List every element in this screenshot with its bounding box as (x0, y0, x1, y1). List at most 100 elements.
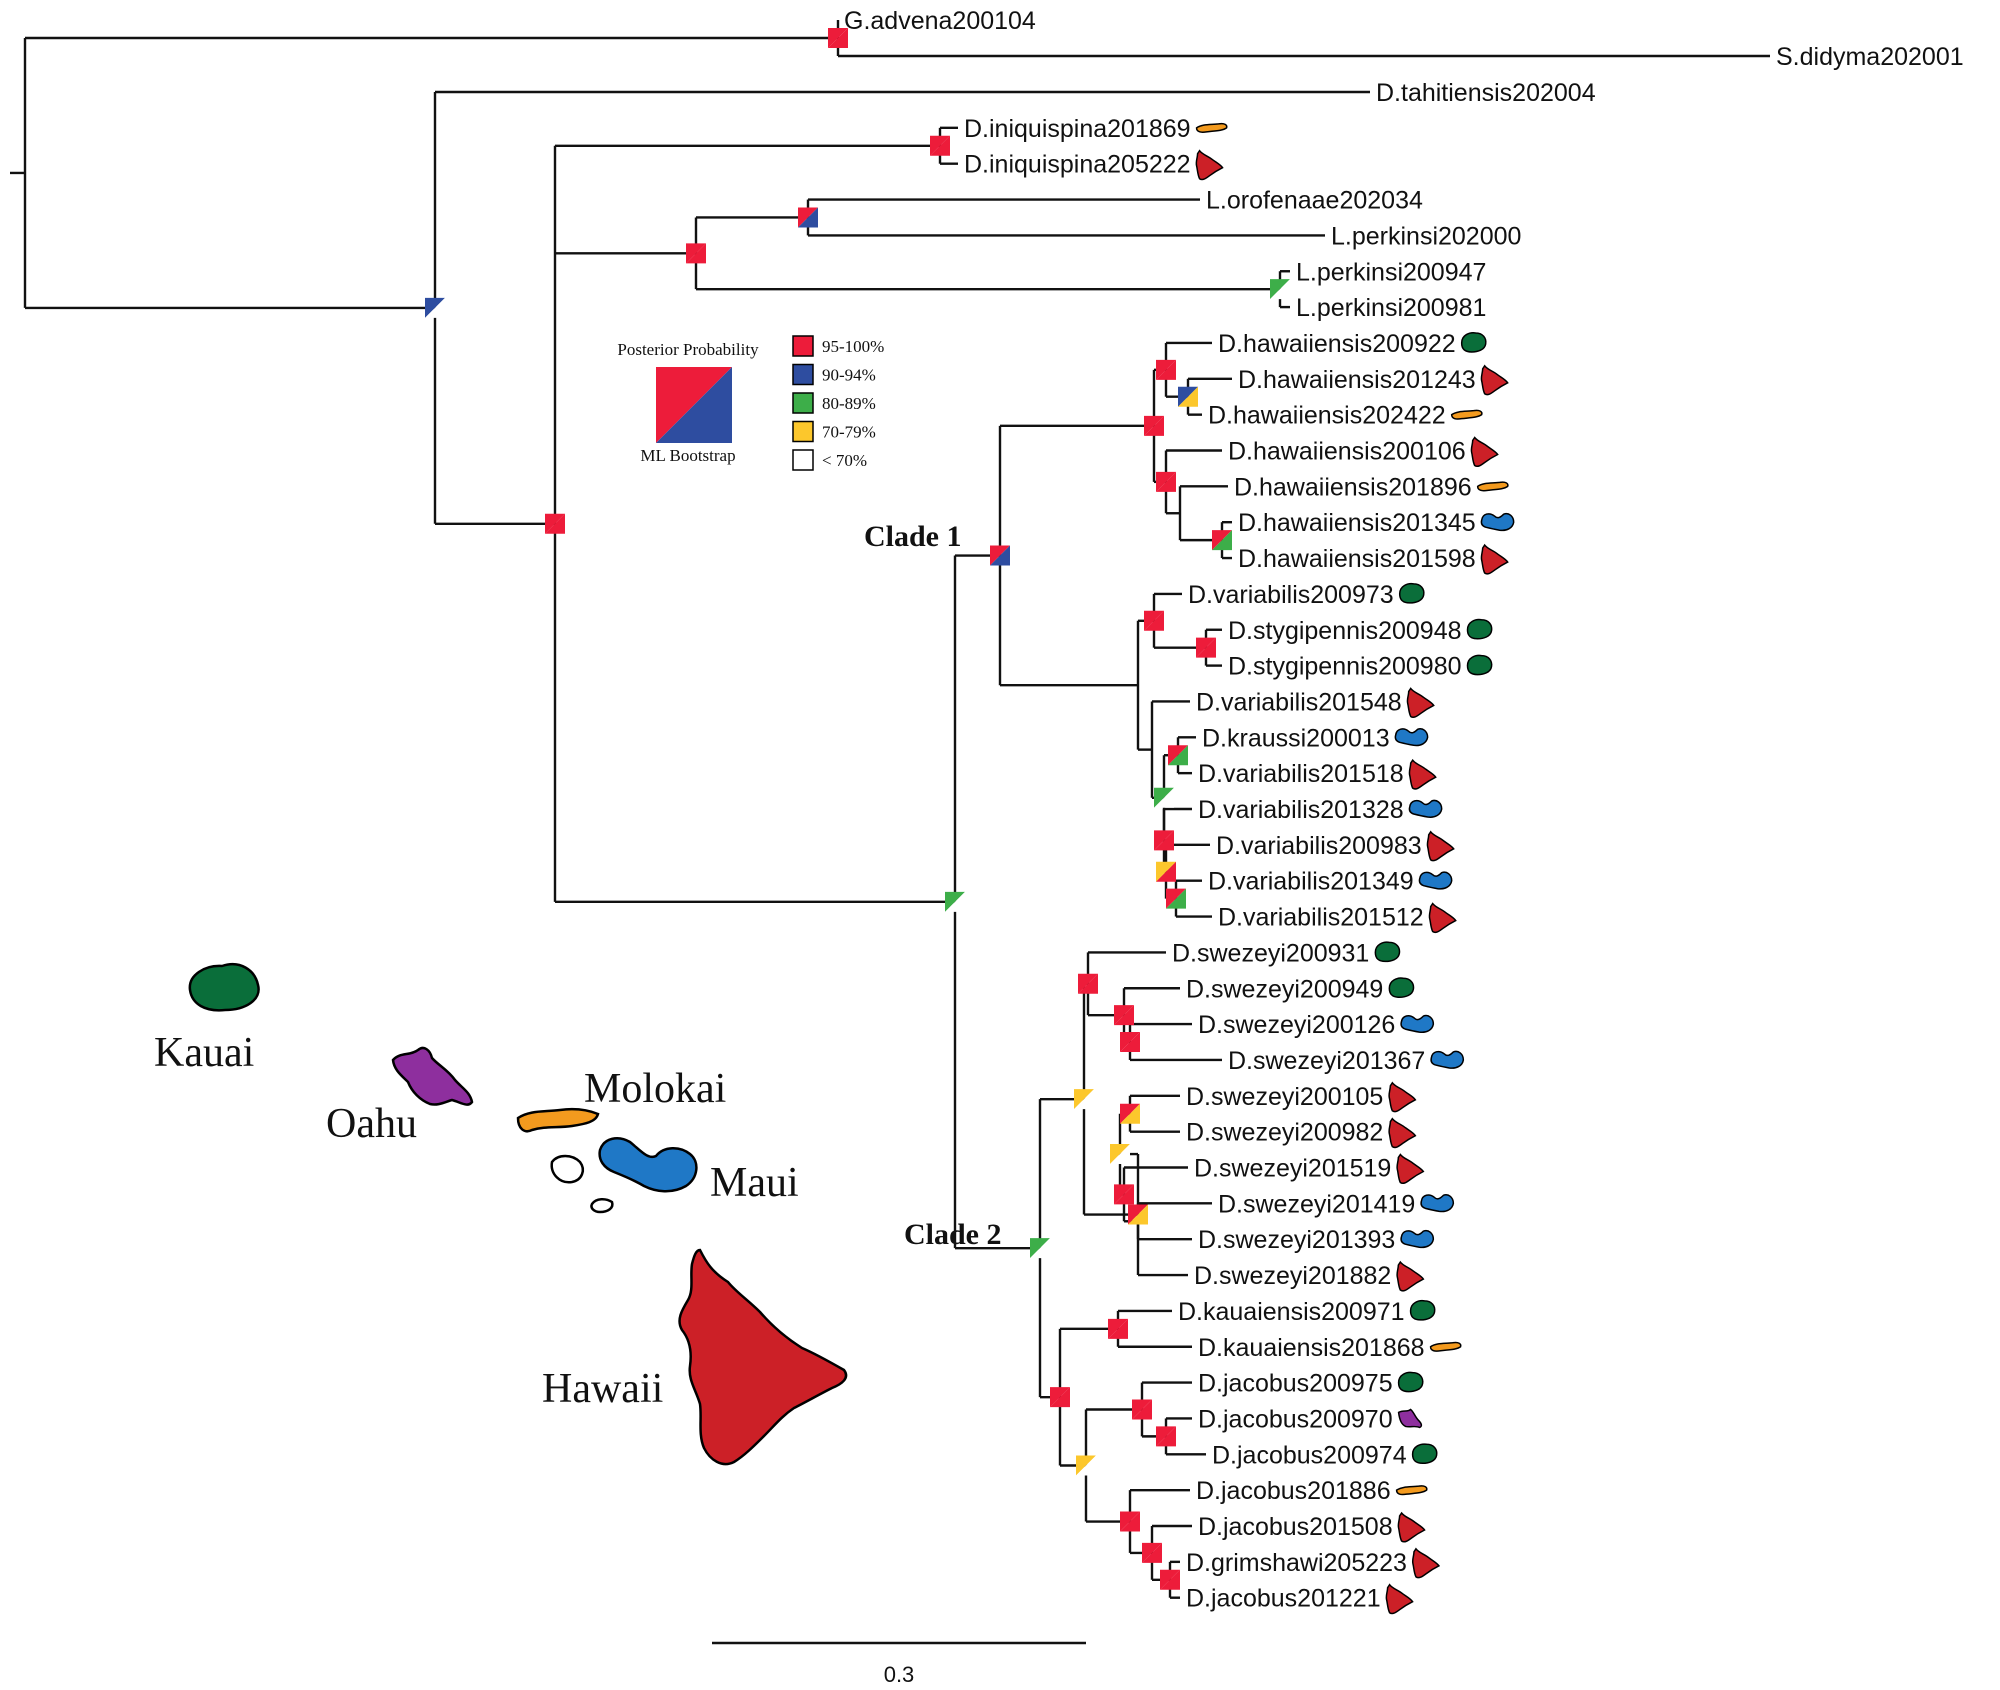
taxon-label: D.jacobus201508 (1198, 1513, 1393, 1541)
molokai-label: Molokai (584, 1066, 726, 1112)
node-support-bs (1156, 359, 1176, 380)
hawaii-range-icon (1411, 1547, 1441, 1579)
node-support-bs (1270, 279, 1290, 300)
legend-pp-label: Posterior Probability (617, 340, 759, 359)
legend-bin-label: 80-89% (822, 394, 876, 413)
node-support-bs (1212, 530, 1232, 551)
node-support-bs (1156, 471, 1176, 492)
hawaii-range-icon (1426, 830, 1455, 862)
scale-bar-label: 0.3 (884, 1662, 915, 1687)
hawaii-range-icon (1388, 1081, 1417, 1113)
taxon-label: D.jacobus201886 (1196, 1477, 1391, 1505)
kauai-range-icon (1374, 941, 1401, 963)
node-support-bs (1144, 610, 1164, 631)
node-support-bs (798, 207, 818, 228)
node-support-bs (1178, 386, 1198, 407)
node-support-bs (1076, 1455, 1096, 1476)
node-support-bs (1144, 415, 1164, 436)
taxon-label: D.iniquispina205222 (964, 151, 1191, 179)
taxon-label: D.kauaiensis200971 (1178, 1298, 1405, 1326)
node-support-bs (425, 297, 445, 318)
oahu-label: Oahu (326, 1101, 417, 1147)
taxon-label: L.perkinsi200981 (1296, 294, 1486, 322)
node-support-bs (945, 891, 965, 912)
clade-2-label: Clade 2 (904, 1218, 1002, 1251)
kauai-range-icon (1466, 654, 1493, 676)
legend-bin-label: 70-79% (822, 423, 876, 442)
hawaiian-islands-map: Kauai Oahu Molokai Maui Hawaii (154, 963, 848, 1466)
node-support-bs (1156, 861, 1176, 882)
kauai-range-icon (1388, 977, 1415, 999)
taxon-label: L.perkinsi202000 (1331, 222, 1521, 250)
maui-range-icon (1430, 1050, 1465, 1069)
node-support-bs (1154, 830, 1174, 851)
taxon-label: D.jacobus200970 (1198, 1405, 1393, 1433)
maui-range-icon (1420, 1194, 1455, 1213)
hawaii-island-shape (678, 1248, 848, 1466)
clade-1-label: Clade 1 (864, 520, 962, 553)
node-support-bs (1120, 1511, 1140, 1532)
taxon-label: D.hawaiiensis201598 (1238, 545, 1476, 573)
kauai-island-shape (188, 963, 260, 1012)
oahu-island-shape (391, 1046, 474, 1106)
taxon-label: D.kauaiensis201868 (1198, 1334, 1425, 1362)
taxon-label: D.hawaiiensis200922 (1218, 330, 1456, 358)
hawaii-range-icon (1406, 687, 1435, 718)
taxon-label: D.swezeyi201519 (1194, 1155, 1391, 1183)
kauai-range-icon (1397, 1371, 1424, 1393)
taxon-label: D.variabilis201548 (1196, 688, 1402, 716)
taxon-label: D.grimshawi205223 (1186, 1549, 1407, 1577)
node-support-bs (1110, 1144, 1130, 1165)
node-support-bs (828, 28, 848, 48)
taxon-label: D.swezeyi200931 (1172, 939, 1369, 967)
molokai-range-icon (1395, 1485, 1428, 1496)
taxon-label: D.swezeyi201367 (1228, 1047, 1425, 1075)
hawaii-range-icon (1397, 1511, 1426, 1543)
maui-range-icon (1400, 1014, 1435, 1034)
taxon-label: D.swezeyi200126 (1198, 1011, 1395, 1039)
taxon-label: L.perkinsi200947 (1296, 258, 1486, 286)
hawaii-range-icon (1408, 758, 1437, 790)
hawaii-range-icon (1396, 1153, 1425, 1185)
taxon-label: D.hawaiiensis201243 (1238, 366, 1476, 394)
hawaii-range-icon (1195, 149, 1224, 181)
kauai-range-icon (1466, 618, 1493, 640)
node-support-bs (545, 513, 565, 534)
node-support-bs (1156, 1426, 1176, 1447)
maui-range-icon (1394, 728, 1429, 747)
taxon-label: D.hawaiiensis201345 (1238, 509, 1476, 537)
maui-range-icon (1418, 871, 1453, 890)
taxon-label: D.stygipennis200980 (1228, 653, 1462, 681)
node-support-bs (990, 545, 1010, 566)
molokai-range-icon (1429, 1341, 1462, 1352)
hawaii-label: Hawaii (542, 1366, 663, 1412)
node-support-bs (1050, 1387, 1070, 1408)
legend-swatch (792, 335, 814, 357)
taxon-label: D.swezeyi201393 (1198, 1226, 1395, 1254)
taxon-label: D.variabilis201349 (1208, 868, 1414, 896)
legend-swatch (792, 392, 814, 414)
maui-range-icon (1408, 799, 1443, 818)
node-support-bs (1142, 1542, 1162, 1563)
kauai-range-icon (1409, 1299, 1436, 1321)
molokai-island-shape (516, 1107, 600, 1133)
legend-bin-label: < 70% (822, 451, 867, 470)
legend-bs-label: ML Bootstrap (640, 446, 735, 465)
kauai-range-icon (1398, 582, 1425, 604)
node-support-bs (1030, 1238, 1050, 1259)
taxon-label: D.variabilis200983 (1216, 832, 1422, 860)
taxon-label: D.swezeyi200105 (1186, 1083, 1383, 1111)
hawaii-range-icon (1470, 436, 1499, 468)
node-support-bs (1114, 1005, 1134, 1026)
node-support-bs (1120, 1103, 1140, 1124)
maui-label: Maui (710, 1160, 799, 1206)
legend-swatch (792, 363, 814, 386)
support-legend: Posterior Probability ML Bootstrap 95-10… (617, 335, 884, 471)
node-support-bs (1196, 637, 1216, 658)
kauai-range-icon (1411, 1443, 1438, 1465)
taxon-label: D.swezeyi200982 (1186, 1119, 1383, 1147)
taxon-label: D.hawaiiensis201896 (1234, 473, 1472, 501)
node-support-bs (1114, 1184, 1134, 1205)
taxon-label: D.hawaiiensis202422 (1208, 402, 1446, 430)
